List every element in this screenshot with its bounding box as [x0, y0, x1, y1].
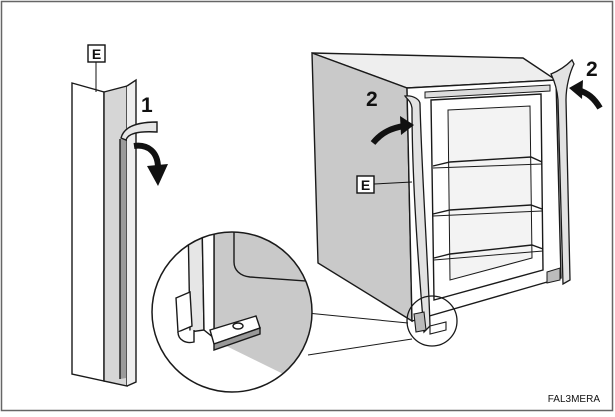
cabinet-foot: [413, 311, 447, 335]
detail-leader-top: [306, 312, 409, 324]
part-label-strip-text: E: [92, 46, 101, 62]
figure-code: FAL3MERA: [548, 394, 601, 405]
step-label-2-left: 2: [366, 88, 378, 111]
strip-e: [71, 78, 158, 387]
press-arrow-right: [569, 80, 603, 110]
part-label-cabinet-text: E: [361, 177, 370, 193]
magnified-detail: [151, 231, 313, 393]
cabinet: [311, 51, 562, 323]
part-label-cabinet: E: [356, 175, 413, 194]
detail-marker-circle: [406, 295, 458, 347]
detail-leader-bottom: [307, 338, 413, 356]
gasket-strips: [403, 58, 575, 334]
press-arrow-left: [370, 116, 414, 145]
part-label-strip: E: [87, 44, 106, 92]
step-label-2-right: 2: [586, 58, 598, 81]
step-label-1: 1: [141, 94, 153, 117]
peel-arrow: [133, 142, 168, 186]
